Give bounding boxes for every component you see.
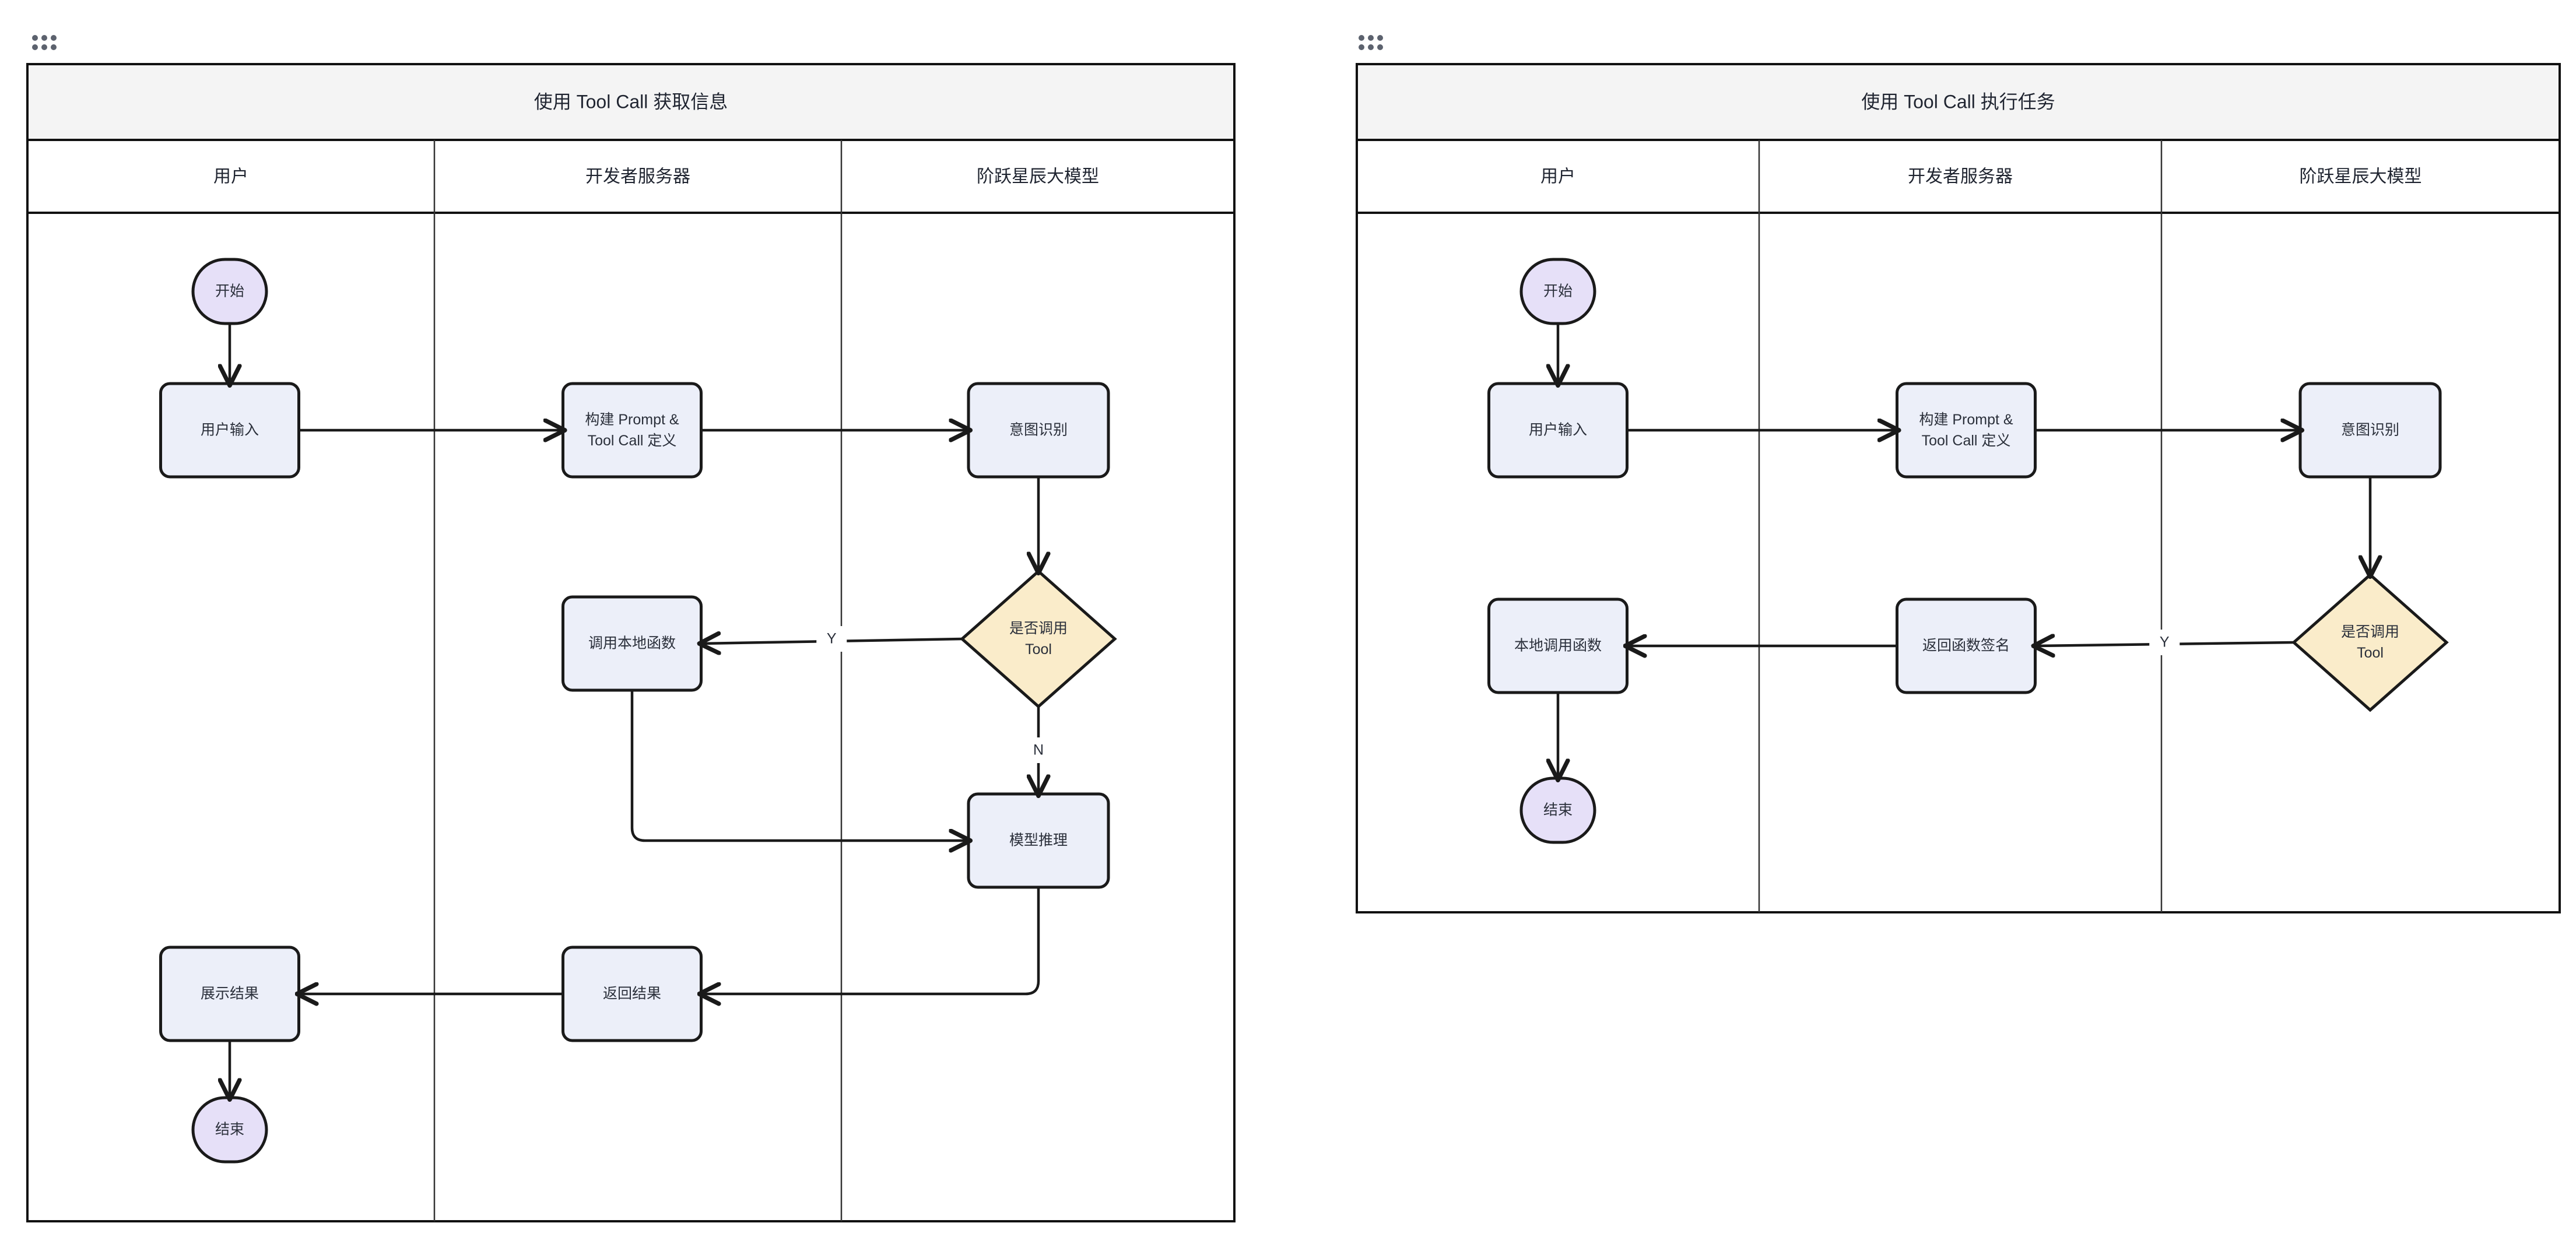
node-left-infer[interactable]: 模型推理 bbox=[967, 792, 1110, 889]
node-left-intent[interactable]: 意图识别 bbox=[967, 382, 1110, 479]
handle-dot bbox=[32, 44, 38, 50]
node-left-local[interactable]: 调用本地函数 bbox=[561, 595, 703, 692]
handle-dot bbox=[1368, 44, 1374, 50]
node-left-end[interactable]: 结束 bbox=[191, 1096, 268, 1164]
node-left-start[interactable]: 开始 bbox=[191, 258, 268, 325]
edge-label-y: Y bbox=[2160, 634, 2170, 651]
node-shape-process[interactable] bbox=[1896, 382, 2037, 479]
diagram-title-bar bbox=[1356, 63, 2561, 141]
node-label-input: 用户输入 bbox=[201, 422, 259, 438]
handle-dot bbox=[1368, 35, 1374, 41]
handle-dot bbox=[51, 44, 57, 50]
handle-dot bbox=[41, 35, 47, 41]
node-label-end: 结束 bbox=[1543, 802, 1573, 818]
diagram-title: 使用 Tool Call 执行任务 bbox=[1861, 91, 2055, 112]
edge-label-backdrop bbox=[816, 626, 847, 652]
node-label-call: 本地调用函数 bbox=[1514, 638, 1602, 654]
handle-dot bbox=[1359, 44, 1364, 50]
node-left-prompt[interactable]: 构建 Prompt &Tool Call 定义 bbox=[561, 382, 703, 479]
lane-title-0: 用户 bbox=[1540, 167, 1575, 186]
node-label-prompt: 构建 Prompt &Tool Call 定义 bbox=[585, 412, 679, 449]
left-diagram-drag-handle[interactable] bbox=[32, 35, 57, 50]
handle-dot bbox=[1359, 35, 1364, 41]
edge-label-y: Y bbox=[827, 631, 837, 647]
lane-title-0: 用户 bbox=[213, 167, 248, 186]
edge-local-to-infer bbox=[630, 690, 968, 841]
lane-title-2: 阶跃星辰大模型 bbox=[977, 167, 1099, 186]
node-right-start[interactable]: 开始 bbox=[1519, 258, 1596, 325]
edge-label-backdrop bbox=[2149, 630, 2180, 655]
node-right-sign[interactable]: 返回函数签名 bbox=[1896, 598, 2037, 694]
lane-title-1: 开发者服务器 bbox=[585, 167, 690, 186]
node-label-show: 展示结果 bbox=[201, 986, 259, 1002]
handle-dot bbox=[32, 35, 38, 41]
node-label-intent: 意图识别 bbox=[1009, 422, 1068, 438]
node-label-start: 开始 bbox=[215, 283, 244, 300]
edge-label-n: N bbox=[1033, 742, 1044, 758]
node-right-call[interactable]: 本地调用函数 bbox=[1487, 598, 1629, 694]
node-label-local: 调用本地函数 bbox=[588, 635, 676, 652]
node-right-intent[interactable]: 意图识别 bbox=[2298, 382, 2442, 479]
handle-dot bbox=[51, 35, 57, 41]
node-shape-decision[interactable] bbox=[2291, 572, 2449, 712]
node-shape-process[interactable] bbox=[561, 382, 703, 479]
node-right-input[interactable]: 用户输入 bbox=[1487, 382, 1629, 479]
lane-title-2: 阶跃星辰大模型 bbox=[2300, 167, 2422, 186]
handle-dot bbox=[41, 44, 47, 50]
node-right-prompt[interactable]: 构建 Prompt &Tool Call 定义 bbox=[1896, 382, 2037, 479]
edge-infer-to-return bbox=[701, 887, 1040, 994]
node-label-input: 用户输入 bbox=[1529, 422, 1587, 438]
node-label-infer: 模型推理 bbox=[1009, 832, 1068, 849]
lane-title-1: 开发者服务器 bbox=[1908, 167, 2013, 186]
node-label-sign: 返回函数签名 bbox=[1922, 638, 2010, 654]
node-right-end[interactable]: 结束 bbox=[1519, 776, 1596, 844]
node-label-return: 返回结果 bbox=[603, 986, 661, 1002]
node-label-intent: 意图识别 bbox=[2341, 422, 2399, 438]
node-label-start: 开始 bbox=[1543, 283, 1573, 300]
handle-dot bbox=[1377, 35, 1383, 41]
node-left-input[interactable]: 用户输入 bbox=[159, 382, 300, 479]
node-left-show[interactable]: 展示结果 bbox=[159, 946, 300, 1042]
node-label-end: 结束 bbox=[215, 1122, 244, 1138]
diagram-title: 使用 Tool Call 获取信息 bbox=[534, 91, 728, 112]
node-left-return[interactable]: 返回结果 bbox=[561, 946, 703, 1042]
right-diagram-drag-handle[interactable] bbox=[1359, 35, 1383, 50]
node-label-prompt: 构建 Prompt &Tool Call 定义 bbox=[1919, 412, 2013, 449]
edge-label-backdrop bbox=[1023, 737, 1054, 763]
diagram-title-bar bbox=[26, 63, 1236, 141]
handle-dot bbox=[1377, 44, 1383, 50]
